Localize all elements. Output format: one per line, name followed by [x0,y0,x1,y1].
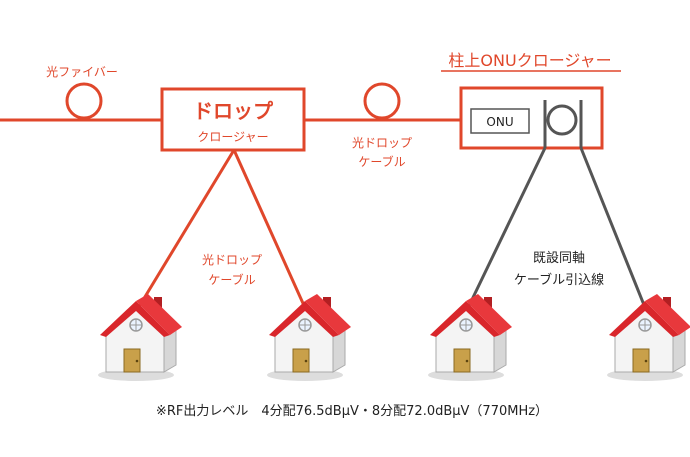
onu-label: ONU [486,115,513,129]
house-1-icon [97,293,183,382]
coax-label-line2: ケーブル引込線 [514,272,604,288]
drop-closure-box [160,87,306,152]
rf-output-footnote: ※RF出力レベル 4分配76.5dBµV・8分配72.0dBµV（770MHz） [156,404,548,419]
house-3-icon [427,293,513,382]
drop-cable-label-top-line1: 光ドロップ [352,136,412,150]
house-2-icon [266,293,352,382]
coax-loop-coil [546,104,578,136]
fiber-slack-loop-left [65,82,103,120]
coax-line-to-house-4 [579,147,648,311]
drop-cable-label-bottom-line2: ケーブル [208,272,255,287]
drop-cable-to-house-2 [232,149,308,311]
coax-label-line1: 既設同軸 [533,250,585,266]
coax-line-to-house-3 [465,147,547,311]
drop-cable-to-house-1 [135,149,236,311]
fiber-label: 光ファイバー [46,65,118,79]
fiber-slack-loop-right [363,82,401,120]
drop-closure-title: ドロップ [193,99,274,123]
drop-cable-label-top-line2: ケーブル [358,154,405,169]
pole-closure-title: 柱上ONUクロージャー [448,51,611,70]
house-4-icon [606,293,690,382]
drop-closure-subtitle: クロージャー [197,130,268,144]
drop-cable-label-bottom-line1: 光ドロップ [202,253,262,267]
onu-box [470,108,530,134]
